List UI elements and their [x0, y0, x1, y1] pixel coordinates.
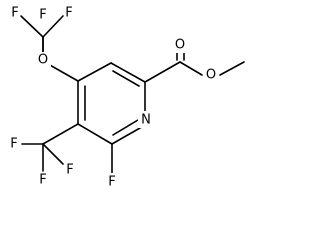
atom-labels: F F F O O O N F F F F	[10, 6, 216, 190]
atom-o-ester: O	[206, 68, 216, 83]
bond-c-f1	[20, 15, 44, 38]
bond-c4-c5	[77, 62, 112, 82]
atom-f-ring: F	[108, 175, 115, 190]
bond-c5-c6-inner	[112, 70, 140, 87]
atom-f-top-right: F	[65, 6, 72, 21]
bond-ring-cf3	[42, 123, 79, 145]
atom-o-ether: O	[38, 53, 48, 68]
bond-c-oester	[179, 61, 203, 76]
bond-c5-c6	[110, 62, 146, 83]
bonds	[20, 15, 245, 174]
bond-cf3-f-right	[42, 143, 64, 165]
atom-f-cf3-right: F	[66, 163, 73, 178]
bond-o-ring	[47, 63, 79, 82]
label-masks	[35, 7, 219, 191]
bond-c-f2	[42, 15, 64, 38]
atom-o-carbonyl: O	[175, 38, 185, 53]
atom-n-ring: N	[141, 113, 151, 128]
atom-f-top-left: F	[11, 6, 18, 21]
bond-n-c2-inner	[112, 119, 139, 136]
atom-f-top-bottom: F	[39, 8, 46, 23]
bond-oester-methyl	[219, 61, 245, 76]
atom-f-cf3-bottom: F	[39, 173, 46, 188]
structure-canvas: F F F O O O N F F F F	[10, 5, 245, 191]
bond-ring-carbonyl	[144, 61, 181, 83]
molecule-diagram: F F F O O O N F F F F	[10, 6, 245, 191]
atom-f-cf3-left: F	[10, 137, 17, 152]
bond-c2-c3	[77, 123, 113, 145]
bond-n-c2	[111, 127, 141, 145]
